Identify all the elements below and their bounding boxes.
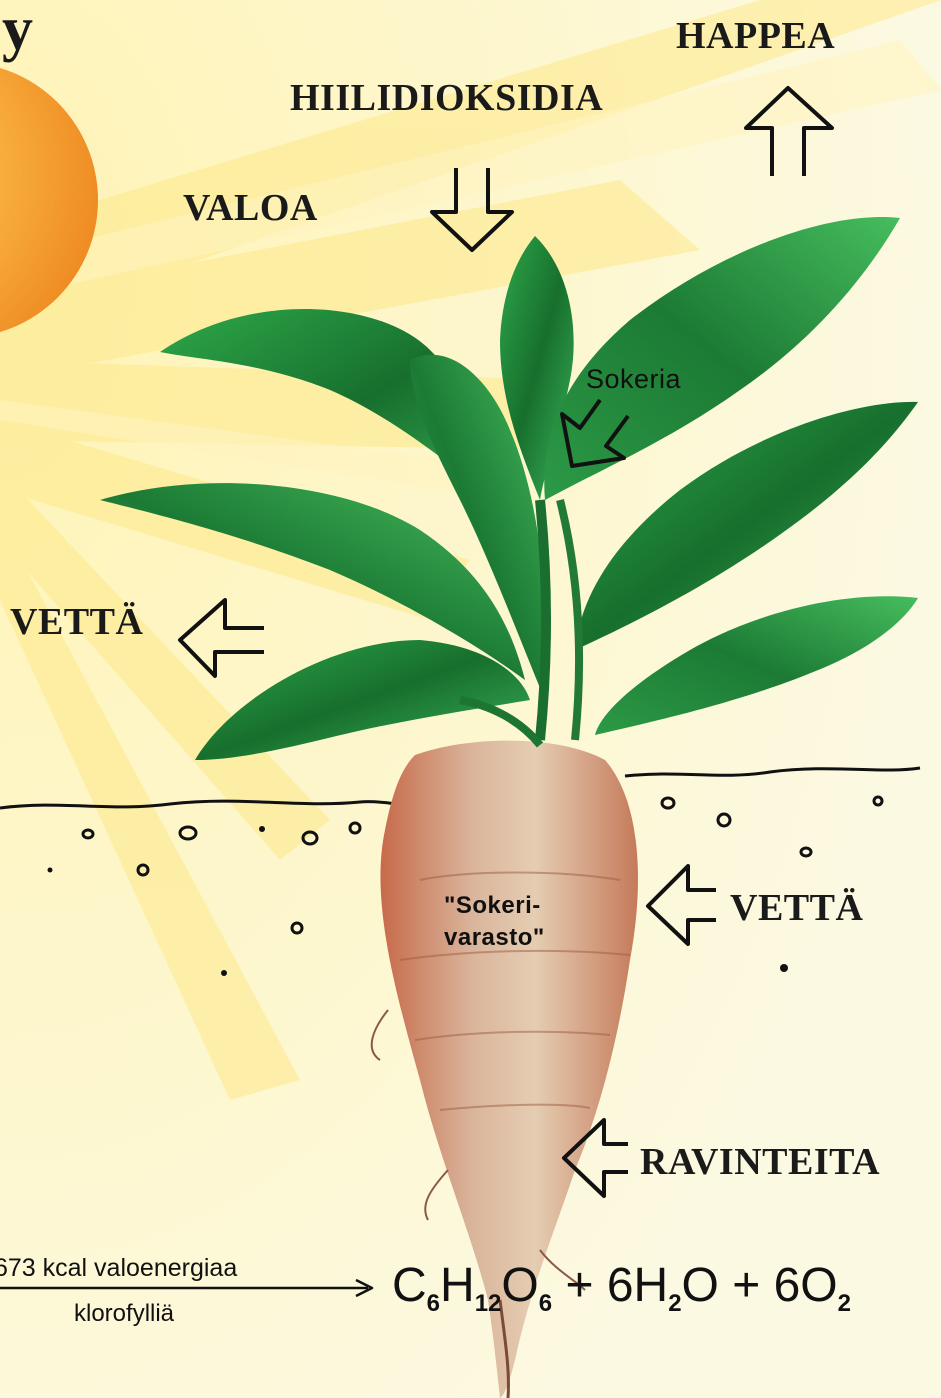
formula-oxygen-gas: + 6O xyxy=(732,1259,837,1312)
label-sokeria: Sokeria xyxy=(586,364,681,395)
equation-below-arrow: klorofylliä xyxy=(74,1300,174,1328)
label-vetta-left: VETTÄ xyxy=(10,600,143,644)
label-sokerivarasto-line1: "Sokeri- xyxy=(444,892,541,920)
formula-water-tail: O xyxy=(682,1259,719,1312)
formula-water-count: 2 xyxy=(668,1290,681,1317)
label-valoa: VALOA xyxy=(183,186,318,230)
corner-fragment: y xyxy=(2,0,34,65)
formula-oxygen-gas-count: 2 xyxy=(838,1290,851,1317)
formula-oxygen: O xyxy=(501,1259,538,1312)
label-vetta-right: VETTÄ xyxy=(730,886,863,930)
equation-above-arrow: 673 kcal valoenergiaa xyxy=(0,1254,237,1283)
formula-oxygen-count: 6 xyxy=(539,1290,552,1317)
label-ravinteita: RAVINTEITA xyxy=(640,1140,880,1184)
label-happea: HAPPEA xyxy=(676,14,835,58)
label-sokerivarasto-line2: varasto" xyxy=(444,924,545,952)
label-hiilidioksidia: HIILIDIOKSIDIA xyxy=(290,76,603,120)
formula-water: + 6H xyxy=(565,1259,668,1312)
formula-carbon-count: 6 xyxy=(427,1290,440,1317)
chemical-product-formula: C6H12O6 + 6H2O + 6O2 xyxy=(392,1258,851,1318)
formula-hydrogen: H xyxy=(440,1259,475,1312)
formula-hydrogen-count: 12 xyxy=(475,1290,502,1317)
formula-carbon: C xyxy=(392,1259,427,1312)
